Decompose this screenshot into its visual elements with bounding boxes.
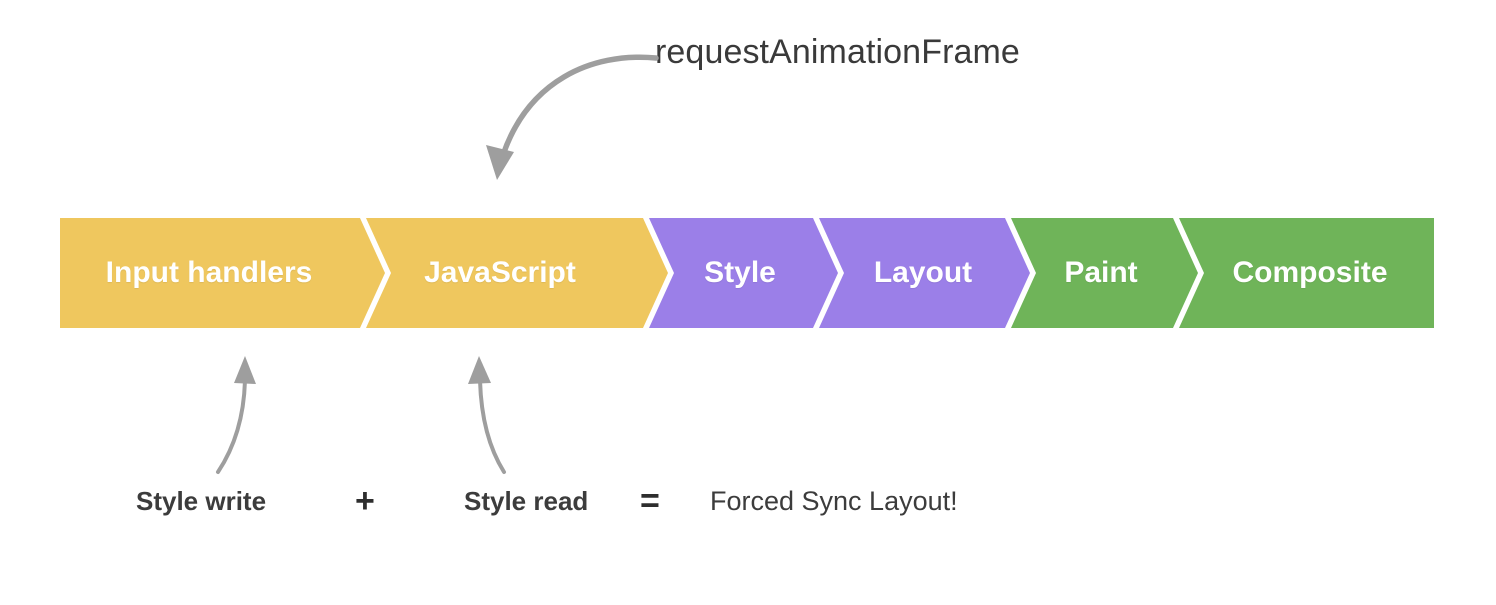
pipeline-segment-paint[interactable] bbox=[1011, 218, 1198, 328]
rendering-pipeline-bar: Input handlers JavaScript Style Layout P… bbox=[60, 218, 1434, 328]
style-read-label: Style read bbox=[464, 486, 589, 516]
pipeline-segment-style[interactable] bbox=[649, 218, 838, 328]
pipeline-label-javascript: JavaScript bbox=[424, 256, 576, 289]
pipeline-segment-composite[interactable] bbox=[1179, 218, 1434, 328]
pipeline-segment-input-handlers[interactable] bbox=[60, 218, 385, 328]
curved-arrow-up-to-input-handlers-icon bbox=[216, 356, 256, 474]
equals-operator: = bbox=[640, 482, 660, 520]
pipeline-label-paint: Paint bbox=[1064, 256, 1138, 289]
pipeline-label-layout: Layout bbox=[873, 256, 973, 289]
pipeline-segment-javascript[interactable] bbox=[366, 218, 668, 328]
pipeline-segment-layout[interactable] bbox=[819, 218, 1030, 328]
pipeline-label-composite: Composite bbox=[1232, 256, 1388, 289]
curved-arrow-up-to-javascript-icon bbox=[468, 356, 506, 474]
request-animation-frame-label: requestAnimationFrame bbox=[655, 33, 1020, 71]
forced-sync-layout-label: Forced Sync Layout! bbox=[710, 486, 958, 516]
pipeline-label-input-handlers: Input handlers bbox=[105, 256, 313, 289]
curved-arrow-down-left-icon bbox=[486, 54, 659, 180]
style-write-label: Style write bbox=[136, 486, 267, 516]
plus-operator: + bbox=[355, 482, 375, 520]
pipeline-label-style: Style bbox=[704, 256, 776, 289]
